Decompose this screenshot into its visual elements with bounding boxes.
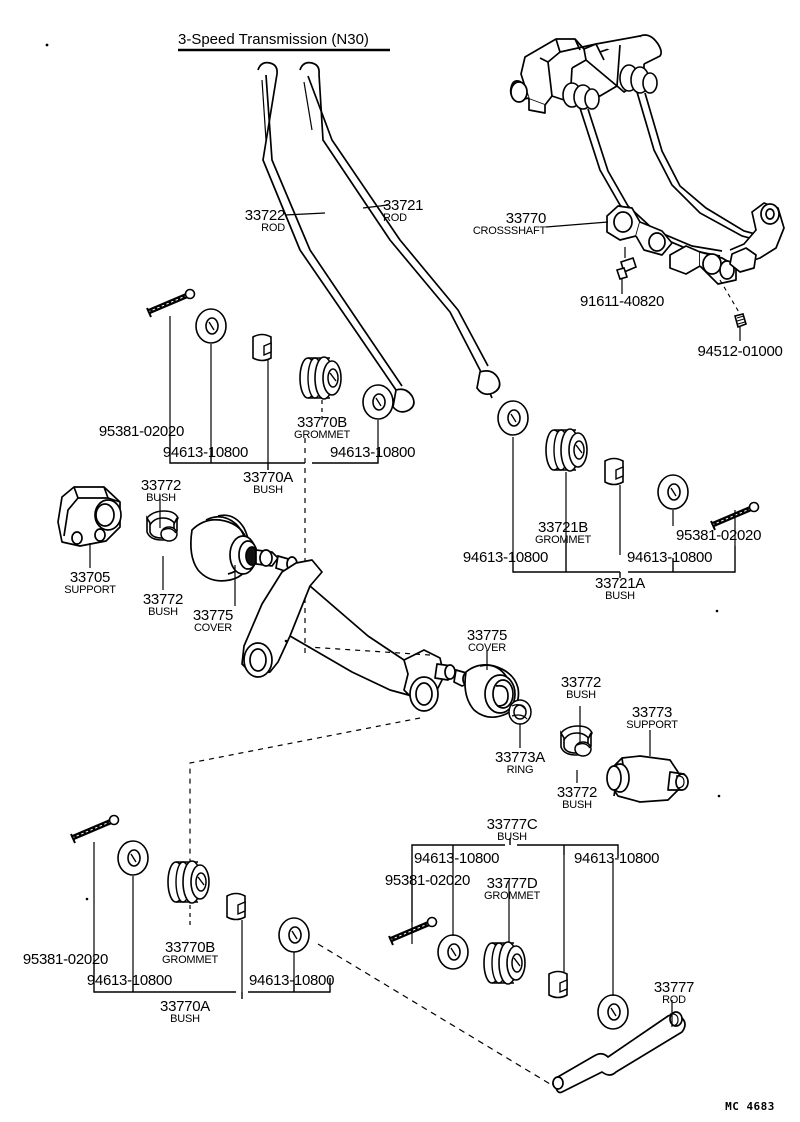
label-33722-rod: 33722 ROD: [244, 207, 286, 234]
label-33770b-grommet-top: 33770B GROMMET: [294, 415, 350, 441]
part-desc: RING: [506, 764, 534, 776]
part-number: 94613-10800: [414, 850, 500, 867]
part-number: 33721: [383, 197, 424, 214]
part-desc: ROD: [662, 994, 686, 1006]
part-number: 33721B: [538, 519, 588, 536]
label-94613-10800-top-right: 94613-10800: [330, 445, 415, 460]
part-number: 33770B: [297, 414, 347, 431]
label-95381-02020-bottom-left: 95381-02020: [23, 952, 108, 967]
part-desc: BUSH: [148, 606, 178, 618]
part-number: 94512-01000: [697, 343, 783, 360]
part-desc: SUPPORT: [64, 584, 116, 596]
part-desc: ROD: [383, 212, 407, 224]
part-number: 33772: [140, 477, 182, 494]
part-desc: BUSH: [497, 831, 527, 843]
part-desc: GROMMET: [293, 429, 351, 441]
part-number: 33775: [466, 627, 508, 644]
label-33772-bush-upper: 33772 BUSH: [140, 477, 182, 504]
part-desc: GROMMET: [161, 954, 219, 966]
label-95381-02020-bottom-right: 95381-02020: [385, 873, 470, 888]
label-33770-crossshaft: 33770 CROSSSHAFT: [473, 211, 546, 237]
label-33721-rod: 33721 ROD: [383, 197, 424, 224]
label-94512-01000: 94512-01000: [697, 344, 782, 359]
part-desc: BUSH: [253, 484, 283, 496]
part-desc: GROMMET: [534, 534, 592, 546]
part-number: 33721A: [595, 575, 645, 592]
part-number: 33777: [653, 979, 695, 996]
label-33775-cover-right: 33775 COVER: [466, 627, 508, 654]
label-33777-rod: 33777 ROD: [653, 979, 695, 1006]
part-number: 33773: [631, 704, 673, 721]
sheet-code: MC 4683: [725, 1100, 775, 1113]
part-number: 33772: [142, 591, 184, 608]
label-95381-02020-mid: 95381-02020: [676, 528, 761, 543]
part-desc: BUSH: [566, 689, 596, 701]
part-desc: ROD: [261, 222, 285, 234]
part-desc: GROMMET: [483, 890, 541, 902]
part-number: 94613-10800: [627, 549, 713, 566]
part-desc: COVER: [193, 622, 233, 634]
label-33721b-grommet: 33721B GROMMET: [535, 520, 591, 546]
part-number: 33777D: [486, 875, 538, 892]
part-desc: COVER: [467, 642, 507, 654]
part-number: 95381-02020: [98, 423, 184, 440]
label-94613-10800-mid-left: 94613-10800: [463, 550, 548, 565]
label-95381-02020-top: 95381-02020: [99, 424, 184, 439]
part-number: 94613-10800: [462, 549, 548, 566]
label-33772-bush-lower: 33772 BUSH: [142, 591, 184, 618]
part-number: 33772: [556, 784, 598, 801]
part-number: 91611-40820: [579, 293, 665, 310]
part-number: 33770: [505, 210, 547, 227]
part-number: 95381-02020: [22, 951, 108, 968]
part-number: 33705: [69, 569, 111, 586]
part-desc: CROSSSHAFT: [472, 225, 546, 237]
label-94613-10800-bl-right: 94613-10800: [249, 973, 334, 988]
label-33721a-bush: 33721A BUSH: [595, 576, 645, 602]
part-desc: BUSH: [605, 590, 635, 602]
part-number: 95381-02020: [384, 872, 470, 889]
label-33777d-grommet: 33777D GROMMET: [484, 876, 540, 902]
part-number: 33722: [244, 207, 286, 224]
part-number: 33777C: [486, 816, 538, 833]
part-number: 33770A: [160, 998, 210, 1015]
label-94613-10800-bl-left: 94613-10800: [87, 973, 172, 988]
label-94613-10800-mid-right: 94613-10800: [627, 550, 712, 565]
part-desc: BUSH: [146, 492, 176, 504]
part-number: 94613-10800: [86, 972, 172, 989]
part-number: 94613-10800: [574, 850, 660, 867]
part-desc: BUSH: [562, 799, 592, 811]
label-91611-40820: 91611-40820: [580, 294, 664, 309]
part-desc: BUSH: [170, 1013, 200, 1025]
part-number: 33772: [560, 674, 602, 691]
label-94613-10800-top-left: 94613-10800: [163, 445, 248, 460]
part-number: 95381-02020: [676, 527, 762, 544]
label-33775-cover-left: 33775 COVER: [192, 607, 234, 634]
part-number: 33770A: [243, 469, 293, 486]
label-33770a-bush-bottom: 33770A BUSH: [160, 999, 210, 1025]
part-number: 94613-10800: [330, 444, 416, 461]
diagram-title: 3-Speed Transmission (N30): [178, 31, 369, 48]
label-33777c-bush: 33777C BUSH: [487, 817, 538, 843]
label-94613-10800-br-right: 94613-10800: [574, 851, 659, 866]
label-33770b-grommet-bottom: 33770B GROMMET: [162, 940, 218, 966]
label-33773-support: 33773 SUPPORT: [626, 705, 678, 731]
label-33772-bush-mid-upper: 33772 BUSH: [560, 674, 602, 701]
part-desc: SUPPORT: [626, 719, 678, 731]
label-33773a-ring: 33773A RING: [495, 750, 545, 776]
part-number: 94613-10800: [249, 972, 335, 989]
label-33770a-bush-top: 33770A BUSH: [243, 470, 293, 496]
label-33772-bush-mid-lower: 33772 BUSH: [556, 784, 598, 811]
label-33705-support: 33705 SUPPORT: [64, 570, 116, 596]
part-number: 33773A: [495, 749, 545, 766]
label-94613-10800-br-left: 94613-10800: [414, 851, 499, 866]
part-number: 33770B: [165, 939, 215, 956]
part-number: 94613-10800: [162, 444, 248, 461]
part-number: 33775: [192, 607, 234, 624]
